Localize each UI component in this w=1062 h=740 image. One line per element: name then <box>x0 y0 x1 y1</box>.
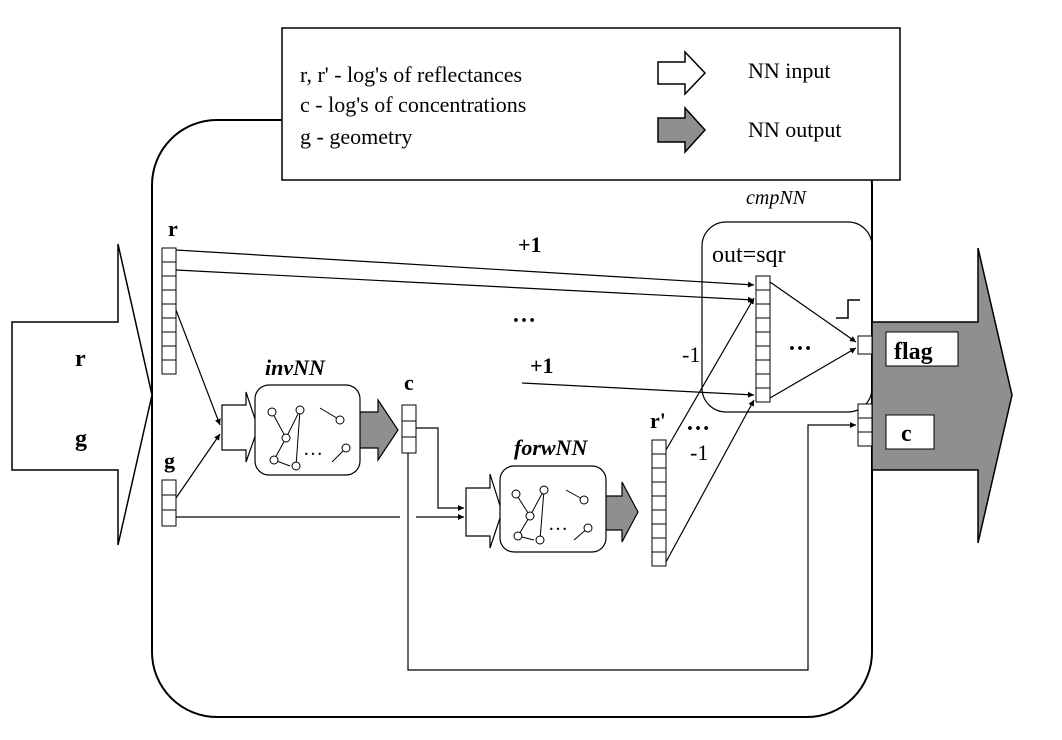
r-prime-vector <box>651 439 667 567</box>
c-to-output-line <box>407 422 856 671</box>
rprime-to-cmp-line-1 <box>665 297 755 451</box>
weight-minus-top: -1 <box>682 342 700 367</box>
cmp-nn-activation: out=sqr <box>712 242 786 268</box>
r-prime-ellipsis: … <box>686 410 710 436</box>
inv-nn-label: invNN <box>265 355 326 380</box>
legend-output-arrow <box>657 106 707 154</box>
step-function-icon <box>836 299 860 319</box>
forw-nn-graph <box>511 485 593 545</box>
inv-nn-ellipsis: … <box>303 438 323 460</box>
cmp-converge-bottom <box>769 347 857 399</box>
top-ellipsis: … <box>512 302 536 328</box>
g-vector <box>161 479 177 527</box>
cmp-converge-top <box>769 281 857 343</box>
weight-plus-top: +1 <box>518 232 542 257</box>
legend-input-label: NN input <box>748 58 831 83</box>
c-vector-label: c <box>404 370 414 395</box>
forw-nn-label: forwNN <box>514 435 588 460</box>
legend-line-3: g - geometry <box>300 124 412 149</box>
legend-line-1: r, r' - log's of reflectances <box>300 62 522 87</box>
inv-output-arrow <box>355 398 399 462</box>
c-output-label: c <box>901 421 912 447</box>
forw-input-arrow <box>465 473 503 549</box>
system-input-g: g <box>75 426 87 452</box>
r-vector <box>161 247 177 375</box>
inv-nn-graph <box>267 405 351 471</box>
flag-output-box <box>885 331 959 367</box>
system-output-arrow <box>871 247 1013 544</box>
cmp-ellipsis: … <box>788 330 812 356</box>
system-input-r: r <box>75 346 86 372</box>
inv-nn-box <box>254 384 361 476</box>
inv-input-arrow <box>221 391 259 463</box>
weight-plus-mid: +1 <box>530 353 554 378</box>
flag-neuron <box>857 335 873 355</box>
cmp-vector <box>755 275 771 403</box>
r-to-cmp-line-2 <box>175 269 755 303</box>
r-to-inv-line <box>175 309 221 426</box>
r-to-cmp-line-1 <box>175 249 755 288</box>
c-output-vector <box>857 403 873 447</box>
forw-nn-ellipsis: … <box>548 513 568 535</box>
legend-box <box>281 27 901 181</box>
forw-nn-box <box>499 465 607 553</box>
g-vector-label: g <box>164 448 175 473</box>
cmp-nn-label: cmpNN <box>746 187 808 209</box>
legend-input-arrow <box>657 50 707 96</box>
c-vector <box>401 404 417 454</box>
weight-minus-bottom: -1 <box>690 440 708 465</box>
system-input-arrow <box>11 243 153 546</box>
r-vector-label: r <box>168 216 178 241</box>
plus-mid-line <box>521 382 755 398</box>
r-prime-vector-label: r' <box>650 408 666 433</box>
c-output-box <box>885 414 935 450</box>
c-to-forw-line <box>416 427 464 511</box>
g-to-inv-line <box>175 433 221 499</box>
cmp-nn-box <box>701 221 873 413</box>
legend-line-2: c - log's of concentrations <box>300 92 526 117</box>
flag-output-label: flag <box>894 339 933 365</box>
legend-output-label: NN output <box>748 117 842 142</box>
rprime-to-cmp-line-2 <box>665 399 755 563</box>
forw-output-arrow <box>601 481 639 543</box>
